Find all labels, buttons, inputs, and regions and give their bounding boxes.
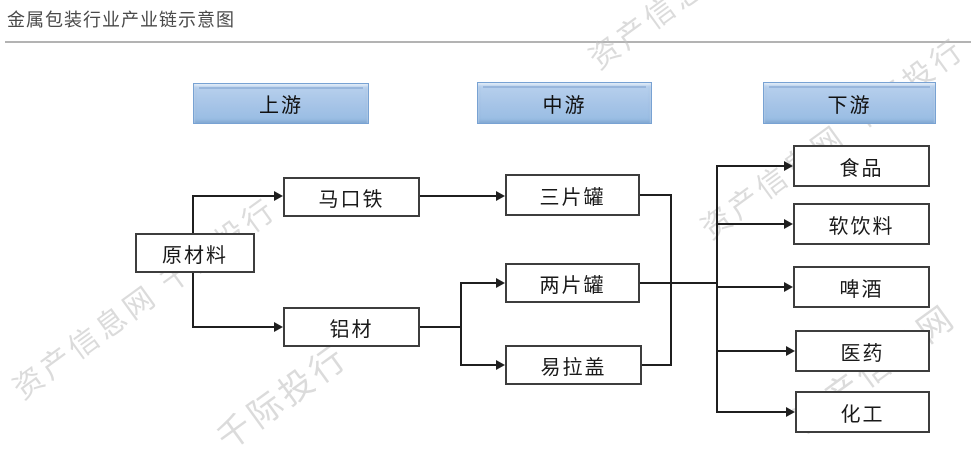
- connector-line: [716, 411, 788, 413]
- connector-line: [716, 223, 786, 225]
- node-pharma: 医药: [795, 330, 930, 372]
- connector-line: [716, 165, 786, 167]
- connector-line: [420, 195, 498, 197]
- node-three-piece-can: 三片罐: [505, 174, 640, 216]
- connector-line: [192, 326, 276, 328]
- arrowhead-icon: [786, 346, 795, 356]
- stage-header-midstream: 中游: [477, 82, 652, 124]
- connector-line: [716, 350, 788, 352]
- node-soft-drink: 软饮料: [793, 203, 930, 245]
- arrowhead-icon: [784, 161, 793, 171]
- arrowhead-icon: [496, 191, 505, 201]
- arrowhead-icon: [274, 322, 283, 332]
- node-chemical: 化工: [795, 391, 930, 433]
- watermark-text: 千际投行: [210, 338, 356, 458]
- node-beer: 啤酒: [793, 266, 930, 308]
- node-aluminum: 铝材: [283, 307, 420, 347]
- title-divider: [5, 41, 971, 43]
- node-two-piece-can: 两片罐: [505, 263, 640, 303]
- page-title: 金属包装行业产业链示意图: [7, 10, 235, 30]
- connector-line: [670, 194, 672, 366]
- watermark-text: 资产信息网 千际投行: [7, 192, 284, 406]
- connector-line: [460, 364, 498, 366]
- node-food: 食品: [793, 145, 930, 187]
- arrowhead-icon: [496, 278, 505, 288]
- connector-line: [420, 326, 462, 328]
- arrowhead-icon: [784, 282, 793, 292]
- connector-line: [640, 282, 718, 284]
- node-easy-open-lid: 易拉盖: [505, 345, 642, 385]
- connector-line: [460, 282, 462, 366]
- connector-line: [640, 194, 672, 196]
- arrowhead-icon: [274, 191, 283, 201]
- stage-header-downstream: 下游: [763, 82, 936, 124]
- connector-line: [642, 364, 672, 366]
- arrowhead-icon: [496, 360, 505, 370]
- connector-line: [716, 165, 718, 413]
- watermark-text: 资产信息网 千际投行: [578, 0, 861, 78]
- node-tinplate: 马口铁: [283, 177, 420, 217]
- arrowhead-icon: [784, 219, 793, 229]
- node-raw-material: 原材料: [135, 233, 255, 273]
- arrowhead-icon: [786, 407, 795, 417]
- stage-header-upstream: 上游: [193, 83, 369, 124]
- connector-line: [716, 286, 786, 288]
- connector-line: [192, 195, 276, 197]
- connector-line: [460, 282, 498, 284]
